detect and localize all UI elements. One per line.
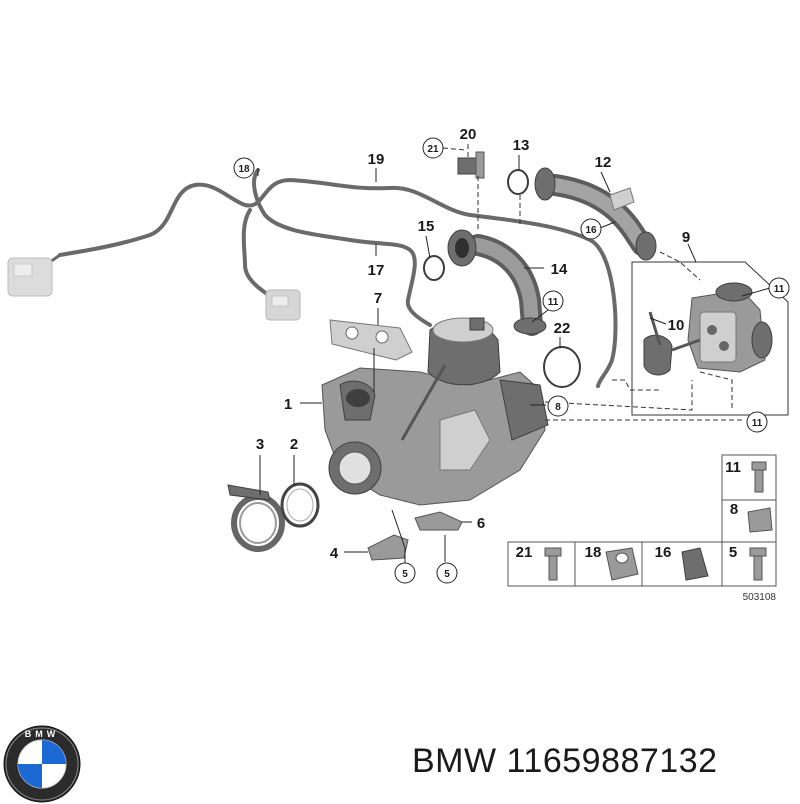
- callout-part-5-right: 5: [436, 562, 458, 584]
- svg-text:5: 5: [402, 569, 408, 580]
- svg-text:18: 18: [238, 164, 250, 175]
- seal-ring-part-15: [423, 255, 445, 281]
- sensor-part-20: [457, 151, 485, 179]
- svg-text:21: 21: [427, 144, 439, 155]
- svg-text:11: 11: [774, 284, 785, 295]
- gasket-part-7: [329, 319, 413, 361]
- wastegate-module-box: [631, 261, 789, 416]
- callout-part-11-box-top: 11: [768, 277, 790, 299]
- label-part-6: 6: [477, 515, 485, 532]
- intake-pipe-part-12: [534, 167, 657, 261]
- bmw-logo-lettering: BMW: [25, 729, 60, 739]
- svg-text:5: 5: [729, 544, 737, 561]
- svg-text:18: 18: [585, 544, 602, 561]
- label-part-3: 3: [256, 436, 264, 453]
- label-part-2: 2: [290, 436, 298, 453]
- label-part-4: 4: [330, 545, 339, 562]
- svg-text:11: 11: [548, 297, 559, 308]
- bracket-part-4: [367, 534, 409, 561]
- label-part-9: 9: [682, 229, 690, 246]
- brand-part-number: BMW 11659887132: [412, 742, 718, 781]
- callout-part-18: 18: [233, 157, 255, 179]
- callout-part-5-left: 5: [394, 562, 416, 584]
- legend-cell-5: 5: [729, 544, 767, 581]
- callout-part-16: 16: [580, 218, 602, 240]
- svg-text:8: 8: [555, 402, 561, 413]
- legend-cell-21: 21: [516, 544, 562, 581]
- label-part-1: 1: [284, 396, 292, 413]
- seal-ring-part-13: [507, 169, 529, 195]
- svg-text:5: 5: [444, 569, 450, 580]
- small-parts-legend: 11 8 21 18 16 5 503108: [507, 454, 777, 603]
- svg-text:11: 11: [725, 459, 741, 476]
- svg-text:11: 11: [752, 418, 763, 429]
- gasket-part-2: [280, 482, 320, 528]
- sensor-connector-left: [7, 257, 53, 297]
- legend-cell-11: 11: [725, 459, 767, 493]
- charge-pipe-part-14: [447, 229, 547, 336]
- callout-part-8: 8: [547, 395, 569, 417]
- sensor-connector-middle: [265, 289, 301, 321]
- bracket-part-6: [414, 511, 463, 531]
- label-part-12: 12: [595, 154, 612, 171]
- label-part-22: 22: [554, 320, 571, 337]
- label-part-10: 10: [668, 317, 685, 334]
- svg-text:16: 16: [585, 225, 597, 236]
- svg-text:16: 16: [655, 544, 672, 561]
- diagram-reference-number: 503108: [743, 592, 777, 603]
- callout-part-11-center: 11: [542, 290, 564, 312]
- seal-ring-part-22: [543, 346, 581, 388]
- dashed-connection-lines: [442, 144, 745, 421]
- turbocharger-part-1: [321, 317, 549, 506]
- bmw-logo: BMW: [3, 725, 81, 803]
- legend-cell-18: 18: [585, 544, 639, 581]
- part-number: 11659887132: [506, 742, 718, 780]
- label-part-19: 19: [368, 151, 385, 168]
- legend-cell-16: 16: [655, 544, 709, 581]
- clamp-part-3: [227, 484, 285, 552]
- label-part-7: 7: [374, 290, 382, 307]
- brand-name: BMW: [412, 742, 497, 780]
- svg-text:21: 21: [516, 544, 533, 561]
- callout-part-11-box-bottom: 11: [746, 411, 768, 433]
- label-part-13: 13: [513, 137, 530, 154]
- hose-lines: [48, 168, 618, 388]
- legend-cell-8: 8: [730, 501, 773, 533]
- label-part-17: 17: [368, 262, 385, 279]
- label-part-15: 15: [418, 218, 435, 235]
- callout-part-21: 21: [422, 137, 444, 159]
- label-part-20: 20: [460, 126, 477, 143]
- label-part-14: 14: [551, 261, 568, 278]
- leader-lines: [257, 155, 771, 563]
- svg-text:8: 8: [730, 501, 738, 518]
